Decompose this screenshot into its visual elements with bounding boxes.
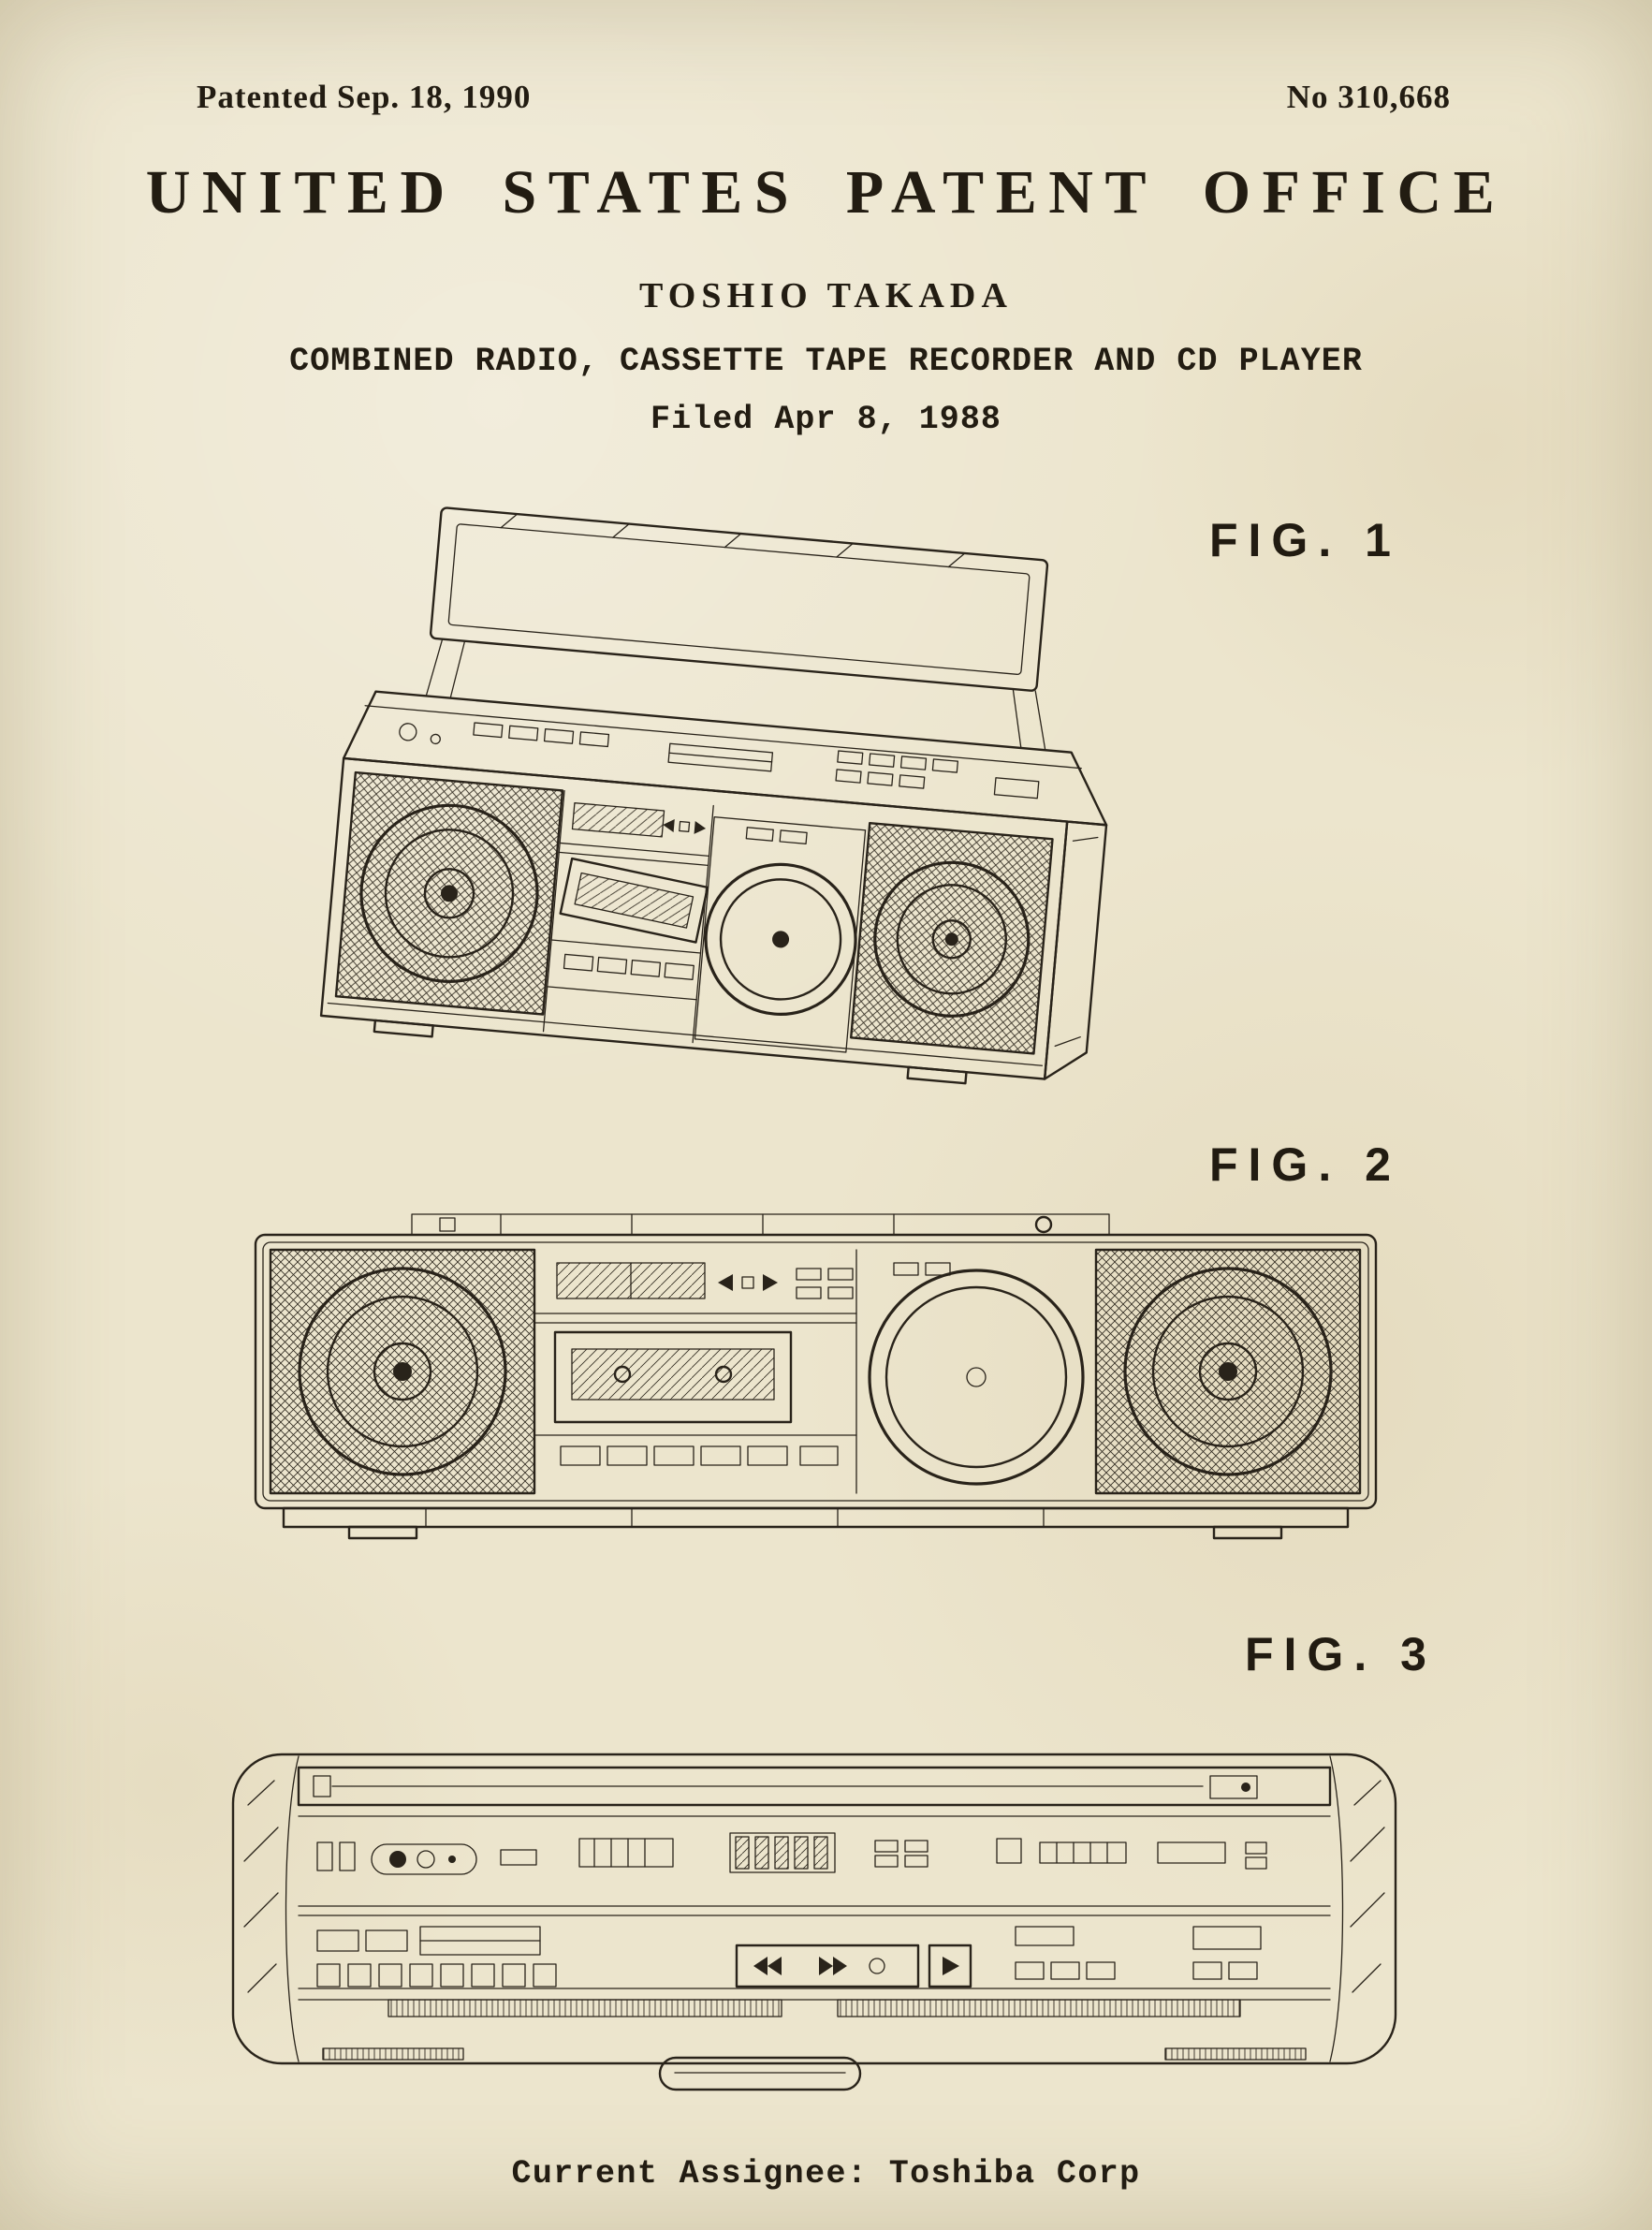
cd-player-door: [868, 1262, 1085, 1486]
cabinet-top-outline: [231, 1753, 1397, 2065]
patent-number: No 310,668: [1286, 79, 1451, 115]
right-speaker: [1094, 1248, 1362, 1495]
right-speaker: [850, 822, 1054, 1055]
left-speaker: [269, 1248, 536, 1495]
filed-date: Filed Apr 8, 1988: [651, 401, 1001, 438]
header-row: Patented Sep. 18, 1990 No 310,668: [197, 79, 1451, 116]
top-controls: [316, 1832, 1267, 1875]
cassette-deck: [534, 1249, 857, 1494]
deck-divider: [298, 1905, 1331, 1916]
figure-1-label: FIG. 1: [1209, 514, 1401, 566]
lower-controls: [316, 1926, 1262, 1988]
assignee-line: Current Assignee: Toshiba Corp: [511, 2155, 1141, 2193]
bottom-bump: [658, 2056, 862, 2091]
figure-3-drawing: [231, 1753, 1397, 2091]
cd-player-door: [694, 816, 867, 1053]
cabinet-front: [319, 756, 1108, 1080]
cassette-deck: [542, 789, 714, 1044]
figure-1-drawing: [319, 506, 1108, 1085]
figure-3-label: FIG. 3: [1245, 1628, 1437, 1680]
invention-title: COMBINED RADIO, CASSETTE TAPE RECORDER A…: [289, 343, 1363, 380]
front-edge-grille: [298, 1988, 1331, 2061]
base-feet: [327, 1002, 1044, 1085]
carry-handle: [425, 506, 1049, 751]
figure-2-drawing: [254, 1213, 1378, 1540]
patent-date: Patented Sep. 18, 1990: [197, 79, 532, 115]
figure-2-label: FIG. 2: [1209, 1138, 1401, 1191]
top-strip: [411, 1213, 1110, 1236]
base-feet: [282, 1506, 1350, 1540]
page-title: UNITED STATES PATENT OFFICE: [145, 158, 1507, 227]
left-speaker: [334, 770, 564, 1016]
top-panel: [342, 690, 1108, 827]
inventor-name: TOSHIO TAKADA: [639, 276, 1013, 315]
handle-strip: [297, 1766, 1332, 1817]
